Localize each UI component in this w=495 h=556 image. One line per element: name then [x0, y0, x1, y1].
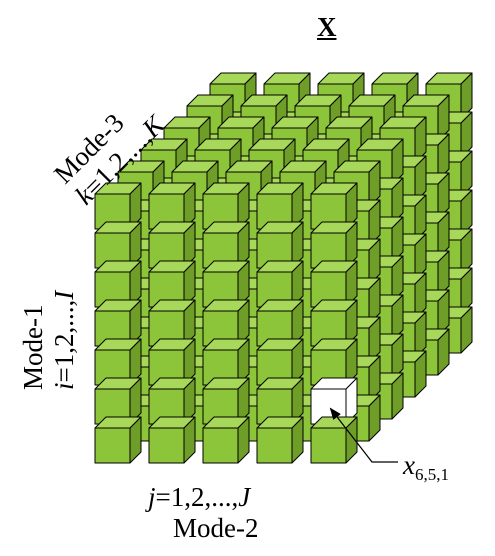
- element-leader-arrow: [329, 407, 398, 463]
- highlighted-cube: [310, 377, 358, 425]
- tensor-cube: [256, 416, 304, 464]
- cube-front-face: [310, 427, 347, 464]
- mode1-range: =1,2,...,: [49, 299, 79, 383]
- tensor-cube: [256, 221, 304, 269]
- tensor-cube: [310, 182, 358, 230]
- tensor-cube: [94, 338, 142, 386]
- tensor-cube: [148, 338, 196, 386]
- mode2-var: j: [148, 482, 156, 512]
- tensor-cube: [202, 416, 250, 464]
- mode1-index-range: i=1,2,...,I: [49, 291, 80, 390]
- cube-front-face: [256, 427, 293, 464]
- tensor-cube: [94, 416, 142, 464]
- tensor-cube: [148, 377, 196, 425]
- tensor-cube: [310, 221, 358, 269]
- tensor-cube: [94, 182, 142, 230]
- tensor-cube: [256, 260, 304, 308]
- tensor-cube: [148, 221, 196, 269]
- cube-front-face: [148, 427, 185, 464]
- tensor-cube: [202, 182, 250, 230]
- tensor-cube: [256, 182, 304, 230]
- tensor-cube: [148, 182, 196, 230]
- mode2-range: =1,2,...,: [155, 482, 239, 512]
- tensor-symbol: X: [317, 12, 337, 42]
- tensor-cube: [148, 260, 196, 308]
- mode1-end: I: [49, 290, 79, 300]
- tensor-cube: [310, 338, 358, 386]
- tensor-cube: [310, 260, 358, 308]
- mode1-name: Mode-1: [18, 304, 48, 390]
- cube-front-face: [94, 427, 131, 464]
- element-label-base: x: [403, 450, 415, 480]
- tensor-cube: [256, 377, 304, 425]
- element-label-sub: 6,5,1: [414, 465, 449, 484]
- mode1-var: i: [49, 382, 79, 390]
- tensor-cube: [202, 338, 250, 386]
- mode2-index-range: j=1,2,...,J: [148, 484, 250, 511]
- tensor-cube: [310, 299, 358, 347]
- mode2-end: J: [238, 482, 251, 512]
- tensor-cube: [148, 416, 196, 464]
- tensor-cube: [202, 299, 250, 347]
- tensor-cube: [256, 299, 304, 347]
- mode2-name: Mode-2: [173, 513, 259, 543]
- tensor-cube: [310, 416, 358, 464]
- element-label: x6,5,1: [403, 450, 449, 484]
- cube-front-face: [202, 427, 239, 464]
- tensor-cube: [94, 221, 142, 269]
- tensor-cube: [202, 260, 250, 308]
- mode1-label-group: Mode-1 i=1,2,...,I: [18, 291, 80, 390]
- tensor-cube: [94, 377, 142, 425]
- tensor-cube: [148, 299, 196, 347]
- tensor-cube: [202, 221, 250, 269]
